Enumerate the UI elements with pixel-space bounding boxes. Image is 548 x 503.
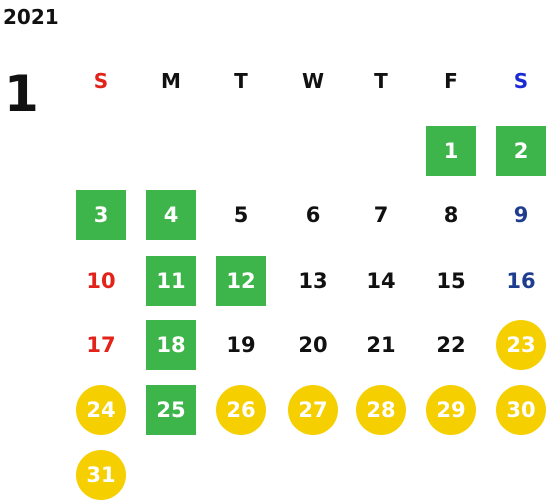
weekday-header-sun: S — [93, 69, 109, 93]
day-cell-5[interactable]: 5 — [233, 203, 249, 227]
day-cell-6[interactable]: 6 — [305, 203, 321, 227]
month-number: 1 — [4, 65, 39, 123]
day-cell-18[interactable]: 18 — [146, 320, 196, 370]
day-cell-13[interactable]: 13 — [298, 269, 328, 293]
weekday-header-tue: T — [234, 69, 248, 93]
day-cell-10[interactable]: 10 — [86, 269, 116, 293]
day-cell-28[interactable]: 28 — [356, 385, 406, 435]
day-cell-23[interactable]: 23 — [496, 320, 546, 370]
day-cell-2[interactable]: 2 — [496, 126, 546, 176]
day-cell-16[interactable]: 16 — [506, 269, 536, 293]
day-cell-9[interactable]: 9 — [513, 203, 529, 227]
year-label: 2021 — [3, 5, 59, 29]
day-cell-8[interactable]: 8 — [443, 203, 459, 227]
day-cell-20[interactable]: 20 — [298, 333, 328, 357]
weekday-header-thu: T — [374, 69, 388, 93]
day-cell-26[interactable]: 26 — [216, 385, 266, 435]
day-cell-3[interactable]: 3 — [76, 190, 126, 240]
day-cell-12[interactable]: 12 — [216, 256, 266, 306]
day-cell-22[interactable]: 22 — [436, 333, 466, 357]
day-cell-27[interactable]: 27 — [288, 385, 338, 435]
day-cell-1[interactable]: 1 — [426, 126, 476, 176]
day-cell-17[interactable]: 17 — [86, 333, 116, 357]
day-cell-29[interactable]: 29 — [426, 385, 476, 435]
day-cell-31[interactable]: 31 — [76, 450, 126, 500]
day-cell-7[interactable]: 7 — [373, 203, 389, 227]
day-cell-14[interactable]: 14 — [366, 269, 396, 293]
weekday-header-fri: F — [444, 69, 458, 93]
day-cell-30[interactable]: 30 — [496, 385, 546, 435]
weekday-header-wed: W — [301, 69, 325, 93]
day-cell-24[interactable]: 24 — [76, 385, 126, 435]
day-cell-25[interactable]: 25 — [146, 385, 196, 435]
day-cell-15[interactable]: 15 — [436, 269, 466, 293]
day-cell-21[interactable]: 21 — [366, 333, 396, 357]
day-cell-4[interactable]: 4 — [146, 190, 196, 240]
weekday-header-mon: M — [161, 69, 181, 93]
weekday-header-sat: S — [513, 69, 529, 93]
day-cell-11[interactable]: 11 — [146, 256, 196, 306]
day-cell-19[interactable]: 19 — [226, 333, 256, 357]
